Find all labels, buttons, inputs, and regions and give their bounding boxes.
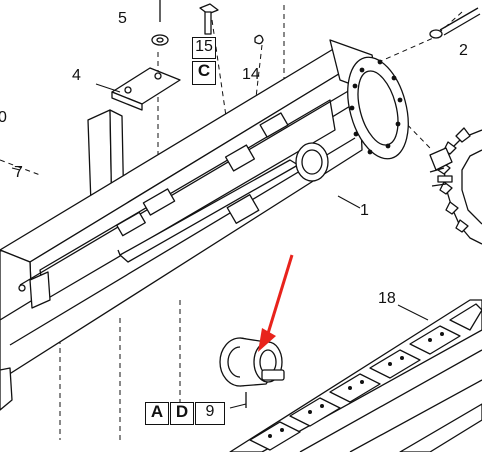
beam-tension-hole xyxy=(295,142,329,182)
washer xyxy=(151,0,169,46)
ref-box-letter-d: D xyxy=(170,402,194,425)
guide-rail xyxy=(116,112,299,263)
track-roller xyxy=(219,337,285,408)
callout-14: 14 xyxy=(242,66,260,83)
sprocket-mount-ring xyxy=(347,56,409,160)
drive-sprocket xyxy=(429,127,482,245)
callout-4: 4 xyxy=(72,67,81,84)
mounting-bolt xyxy=(429,7,481,39)
callout-18: 18 xyxy=(378,290,396,307)
callout-1: 1 xyxy=(360,202,369,219)
track-chain xyxy=(229,299,482,453)
callout-7: 7 xyxy=(14,164,23,181)
ref-box-number-15: 15 xyxy=(192,37,216,59)
retaining-clip xyxy=(254,34,264,45)
callout-2: 2 xyxy=(459,42,468,59)
track-frame-beam xyxy=(0,39,381,381)
ref-box-letter-a: A xyxy=(145,402,169,425)
hex-bolt xyxy=(199,3,219,35)
ref-box-number-9: 9 xyxy=(195,402,225,425)
frame-pocket xyxy=(0,271,51,411)
ref-box-letter-c: C xyxy=(192,61,216,85)
callout-0: 0 xyxy=(0,109,7,126)
bracket-plate xyxy=(111,67,181,111)
callout-leaders xyxy=(11,83,429,409)
callout-5: 5 xyxy=(118,10,127,27)
highlight-arrow xyxy=(258,254,294,352)
